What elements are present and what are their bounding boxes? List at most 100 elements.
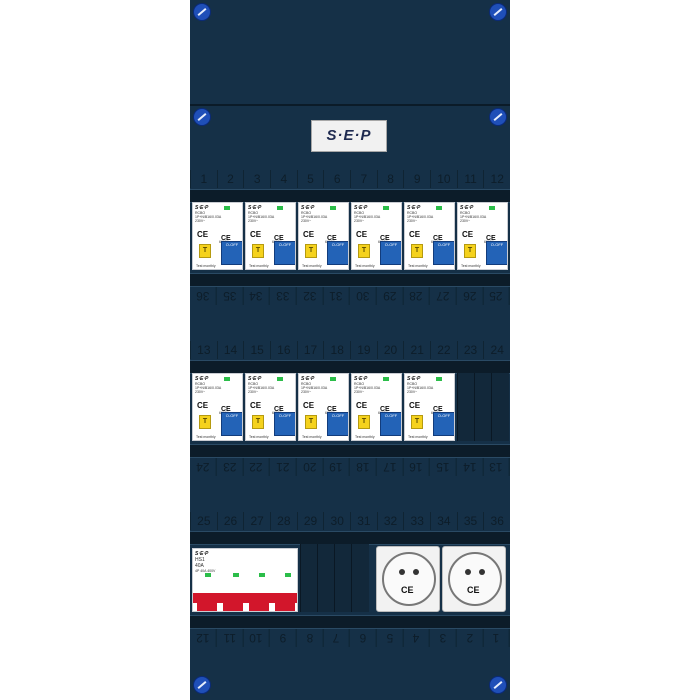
module-position-number: 4 bbox=[270, 170, 297, 188]
rcbo-brand: S·E·P bbox=[248, 376, 262, 382]
module-position-number: 32 bbox=[296, 287, 324, 305]
module-position-number: 16 bbox=[270, 341, 297, 359]
test-button[interactable]: T bbox=[199, 415, 211, 429]
module-position-number: 36 bbox=[190, 287, 217, 305]
toggle-lever[interactable]: O-OFF bbox=[380, 412, 401, 436]
status-indicator bbox=[224, 377, 230, 381]
din-rail bbox=[190, 273, 510, 287]
rcbo-breaker[interactable]: S·E·PRCBO1P+N/B16/0.03A230V~6000ACECETO-… bbox=[351, 373, 402, 441]
screw-icon bbox=[489, 108, 507, 126]
module-position-number: 22 bbox=[243, 458, 271, 476]
rcbo-breaker[interactable]: S·E·PRCBO1P+N/B16/0.03A230V~6000ACECETO-… bbox=[298, 373, 349, 441]
switch-handle-bar[interactable] bbox=[193, 593, 297, 603]
switch-handle[interactable] bbox=[249, 603, 269, 611]
module-position-number: 17 bbox=[296, 341, 324, 359]
row1-modules: S·E·PRCBO1P+N/B16/0.03A230V~6000ACECETO-… bbox=[192, 202, 508, 272]
ce-mark: CE bbox=[250, 230, 262, 239]
rcbo-breaker[interactable]: S·E·PRCBO1P+N/B16/0.03A230V~6000ACECETO-… bbox=[298, 202, 349, 270]
module-position-number: 26 bbox=[216, 512, 244, 530]
test-button[interactable]: T bbox=[199, 244, 211, 258]
rcbo-label: RCBO bbox=[248, 382, 259, 386]
toggle-lever[interactable]: O-OFF bbox=[327, 241, 348, 265]
rcbo-rating: 1P+N/B16/0.03A bbox=[460, 215, 487, 219]
toggle-lever[interactable]: O-OFF bbox=[221, 412, 242, 436]
rcbo-breaker[interactable]: S·E·PRCBO1P+N/B16/0.03A230V~6000ACECETO-… bbox=[192, 202, 243, 270]
toggle-lever[interactable]: O-OFF bbox=[327, 412, 348, 436]
off-label: O-OFF bbox=[384, 413, 398, 418]
toggle-lever[interactable]: O-OFF bbox=[433, 241, 454, 265]
test-button[interactable]: T bbox=[411, 244, 423, 258]
row2-modules: S·E·PRCBO1P+N/B16/0.03A230V~6000ACECETO-… bbox=[192, 373, 509, 443]
status-indicator bbox=[277, 206, 283, 210]
switch-handle[interactable] bbox=[197, 603, 217, 611]
module-position-number: 1 bbox=[190, 170, 217, 188]
switch-handle[interactable] bbox=[223, 603, 243, 611]
rcbo-voltage: 230V~ bbox=[301, 219, 312, 223]
module-position-number: 31 bbox=[323, 287, 351, 305]
toggle-lever[interactable]: O-OFF bbox=[433, 412, 454, 436]
test-button[interactable]: T bbox=[358, 415, 370, 429]
rcbo-breaker[interactable]: S·E·PRCBO1P+N/B16/0.03A230V~6000ACECETO-… bbox=[404, 202, 455, 270]
test-button[interactable]: T bbox=[464, 244, 476, 258]
rcbo-breaker[interactable]: S·E·PRCBO1P+N/B16/0.03A230V~6000ACECETO-… bbox=[404, 373, 455, 441]
ce-mark: CE bbox=[409, 230, 421, 239]
off-label: O-OFF bbox=[225, 413, 239, 418]
rcbo-breaker[interactable]: S·E·PRCBO1P+N/B16/0.03A230V~6000ACECETO-… bbox=[245, 373, 296, 441]
toggle-lever[interactable]: O-OFF bbox=[486, 241, 507, 265]
test-button[interactable]: T bbox=[411, 415, 423, 429]
toggle-lever[interactable]: O-OFF bbox=[380, 241, 401, 265]
module-position-number: 21 bbox=[270, 458, 297, 476]
toggle-lever[interactable]: O-OFF bbox=[274, 241, 295, 265]
ce-mark: CE bbox=[250, 401, 262, 410]
module-position-number: 35 bbox=[456, 512, 484, 530]
rcbo-voltage: 230V~ bbox=[301, 390, 312, 394]
din-socket-outlet[interactable]: CE bbox=[442, 546, 506, 612]
module-position-number: 17 bbox=[376, 458, 404, 476]
status-indicator bbox=[205, 573, 211, 577]
test-button[interactable]: T bbox=[305, 415, 317, 429]
blanking-plate bbox=[457, 373, 475, 441]
test-button[interactable]: T bbox=[358, 244, 370, 258]
module-position-number: 34 bbox=[243, 287, 271, 305]
rcbo-label: RCBO bbox=[460, 211, 471, 215]
rcbo-rating: 1P+N/B16/0.03A bbox=[407, 386, 434, 390]
module-position-number: 19 bbox=[323, 458, 351, 476]
rcbo-breaker[interactable]: S·E·PRCBO1P+N/B16/0.03A230V~6000ACECETO-… bbox=[351, 202, 402, 270]
rcbo-breaker[interactable]: S·E·PRCBO1P+N/B16/0.03A230V~6000ACECETO-… bbox=[245, 202, 296, 270]
din-socket-outlet[interactable]: CE bbox=[376, 546, 440, 612]
rcbo-label: RCBO bbox=[354, 382, 365, 386]
module-position-number: 28 bbox=[403, 287, 431, 305]
module-position-number: 35 bbox=[216, 287, 244, 305]
test-button[interactable]: T bbox=[252, 415, 264, 429]
socket-pin-hole-icon bbox=[399, 569, 405, 575]
toggle-lever[interactable]: O-OFF bbox=[221, 241, 242, 265]
rcbo-rating: 1P+N/B16/0.03A bbox=[301, 386, 328, 390]
rcbo-breaker[interactable]: S·E·PRCBO1P+N/B16/0.03A230V~6000ACECETO-… bbox=[192, 373, 243, 441]
status-indicator bbox=[233, 573, 239, 577]
rcbo-brand: S·E·P bbox=[407, 376, 421, 382]
rcbo-breaker[interactable]: S·E·PRCBO1P+N/B16/0.03A230V~6000ACECETO-… bbox=[457, 202, 508, 270]
blanking-plate bbox=[317, 544, 335, 612]
off-label: O-OFF bbox=[437, 242, 451, 247]
module-position-number: 36 bbox=[483, 512, 510, 530]
test-button[interactable]: T bbox=[252, 244, 264, 258]
switch-rating: 40A bbox=[195, 563, 204, 569]
toggle-lever[interactable]: O-OFF bbox=[274, 412, 295, 436]
rcbo-voltage: 230V~ bbox=[407, 390, 418, 394]
test-button[interactable]: T bbox=[305, 244, 317, 258]
switch-handle[interactable] bbox=[275, 603, 295, 611]
module-position-number: 20 bbox=[296, 458, 324, 476]
test-monthly-label: Test monthly bbox=[302, 264, 322, 268]
rcbo-label: RCBO bbox=[195, 382, 206, 386]
ce-mark: CE bbox=[433, 235, 443, 242]
module-position-number: 3 bbox=[430, 629, 457, 647]
module-position-number: 7 bbox=[323, 629, 351, 647]
ce-mark: CE bbox=[462, 230, 474, 239]
rcbo-brand: S·E·P bbox=[195, 376, 209, 382]
blanking-plate bbox=[491, 373, 509, 441]
